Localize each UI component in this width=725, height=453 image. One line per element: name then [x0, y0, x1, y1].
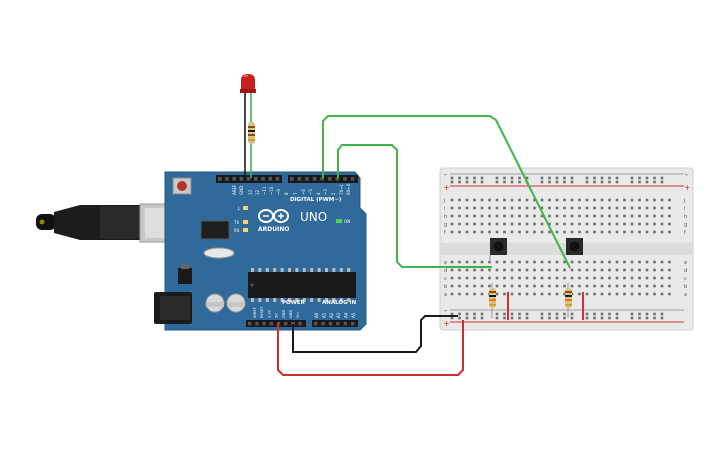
on-label: ON	[344, 219, 350, 224]
row-letter: h	[684, 214, 687, 220]
power-label: POWER	[282, 300, 306, 306]
power-pin-label: 3.3V	[267, 309, 271, 318]
rail-plus-label-right: +	[684, 183, 691, 192]
row-letter: a	[684, 292, 687, 298]
row-letter: d	[444, 268, 447, 274]
analog-pin-label: A5	[351, 312, 356, 318]
digital-pin-label: 12	[255, 189, 260, 195]
wire-red-5v[interactable]	[277, 320, 464, 376]
digital-pin-label: 4	[316, 192, 321, 195]
rail-minus-label-right: -	[685, 170, 688, 179]
row-letter: e	[684, 260, 687, 266]
digital-pin-label: ~6	[301, 189, 306, 195]
power-pin-label: 5V	[275, 313, 279, 318]
digital-pin-label: TX→1	[339, 183, 344, 196]
digital-pin-label: 8	[284, 192, 289, 195]
power-pin-label: RESET	[260, 306, 264, 318]
digital-pin-label: 2	[331, 192, 336, 195]
row-letter: a	[444, 292, 447, 298]
pushbutton-2[interactable]	[566, 238, 583, 255]
digital-pin-label: 13	[248, 189, 253, 195]
brand-logo-text: ARDUINO	[258, 226, 289, 233]
resistor-button-2[interactable]	[565, 283, 572, 318]
crystal	[203, 247, 235, 259]
power-pin-label: GND	[282, 310, 286, 318]
digital-pin-label: ~11	[262, 186, 267, 195]
rail-plus-label-bottom: +	[443, 319, 450, 328]
row-letter: d	[684, 268, 687, 274]
row-letter: g	[684, 222, 687, 228]
digital-pin-label: ~10	[269, 186, 274, 195]
analog-pin-label: A2	[329, 312, 334, 318]
rail-minus-label: -	[444, 170, 447, 179]
digital-header-label: DIGITAL (PWM~)	[290, 197, 342, 203]
analog-pin-label: A4	[344, 312, 349, 318]
rail-plus-label: +	[443, 183, 450, 192]
analog-pin-label: A3	[336, 312, 341, 318]
digital-pin-label: 7	[293, 192, 298, 195]
arduino-logo	[258, 209, 289, 223]
tx-label: TX	[233, 220, 239, 225]
rx-label: RX	[234, 228, 240, 233]
rail-minus-label-bottom: -	[444, 306, 447, 315]
power-pin-label: GND	[289, 310, 293, 318]
red-led[interactable]	[240, 74, 256, 93]
row-letter: c	[684, 276, 687, 282]
digital-pin-label: ~5	[308, 189, 313, 195]
gnd-label: GND	[239, 186, 244, 195]
row-letter: g	[444, 222, 447, 228]
analog-label: ANALOG IN	[322, 300, 357, 306]
digital-header	[216, 175, 358, 183]
row-letter: f	[684, 230, 686, 236]
pushbutton-1[interactable]	[489, 238, 507, 260]
row-letter: b	[444, 284, 447, 290]
wire-green-button1[interactable]	[337, 144, 492, 268]
wires	[244, 93, 571, 376]
row-letter: i	[444, 206, 445, 212]
row-letter: e	[444, 260, 447, 266]
analog-pin-label: A0	[314, 312, 319, 318]
digital-pin-label: RX←0	[346, 183, 351, 195]
resistor-button-1[interactable]	[489, 283, 496, 318]
row-letter: b	[684, 284, 687, 290]
power-pin-label: Vin	[296, 312, 300, 318]
row-letter: j	[443, 198, 445, 204]
row-letter: i	[684, 206, 685, 212]
wire-black-gnd[interactable]	[292, 315, 458, 353]
row-letter: f	[444, 230, 446, 236]
reset-button[interactable]	[172, 177, 192, 195]
model-label: UNO	[300, 210, 327, 224]
aref-label: AREF	[232, 184, 237, 195]
row-letter: h	[444, 214, 447, 220]
breadboard-holes	[450, 176, 671, 320]
power-header	[246, 320, 358, 327]
atmega-chip	[248, 268, 356, 302]
resistor-led[interactable]	[248, 122, 255, 144]
row-letter: j	[683, 198, 685, 204]
digital-pin-label: ~3	[323, 189, 328, 195]
led-l-label: L	[238, 206, 241, 211]
row-letter: c	[444, 276, 447, 282]
wire-green-button2[interactable]	[322, 115, 571, 269]
digital-pin-label: ~9	[276, 189, 281, 195]
analog-pin-label: A1	[321, 312, 326, 318]
power-pin-label: IOREF	[253, 307, 257, 318]
